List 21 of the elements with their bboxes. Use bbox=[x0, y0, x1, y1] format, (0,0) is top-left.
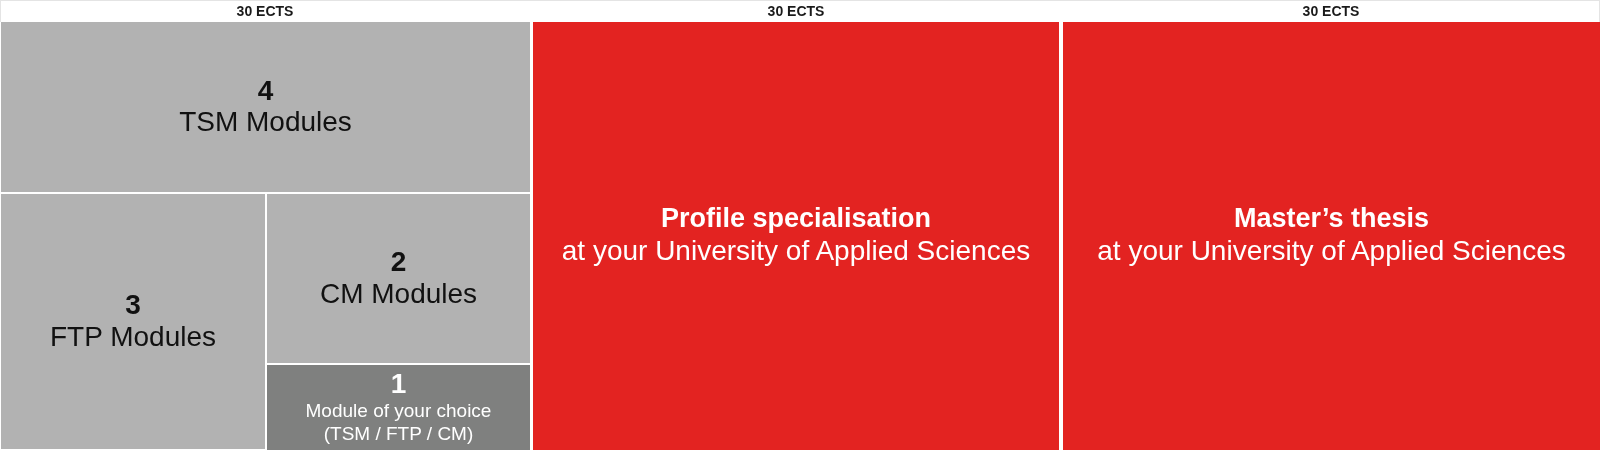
thesis-block bbox=[1063, 22, 1600, 450]
credit-label: 30 ECTS bbox=[236, 3, 294, 19]
block-text: CM Modules bbox=[319, 277, 478, 310]
block-number: 3 bbox=[125, 290, 141, 321]
credit-label: 30 ECTS bbox=[767, 3, 825, 19]
block-text: FTP Modules bbox=[50, 320, 216, 353]
block-number: 1 bbox=[390, 369, 407, 401]
block-subtitle: at your University of Applied Sciences bbox=[561, 234, 1031, 268]
specialisation-block bbox=[533, 22, 1059, 450]
credit-label: 30 ECTS bbox=[1302, 3, 1360, 19]
block-text: Module of your choice (TSM / FTP / CM) bbox=[304, 400, 493, 446]
block-number: 4 bbox=[257, 75, 274, 107]
block-subtitle: at your University of Applied Sciences bbox=[1097, 234, 1566, 268]
block-title: Profile specialisation bbox=[660, 204, 932, 235]
module-block bbox=[1, 194, 265, 449]
block-number: 2 bbox=[390, 247, 407, 278]
block-title: Master’s thesis bbox=[1233, 204, 1430, 235]
module-block bbox=[267, 194, 530, 363]
module-block bbox=[267, 365, 530, 450]
block-text: TSM Modules bbox=[179, 106, 352, 139]
module-block bbox=[1, 22, 530, 192]
